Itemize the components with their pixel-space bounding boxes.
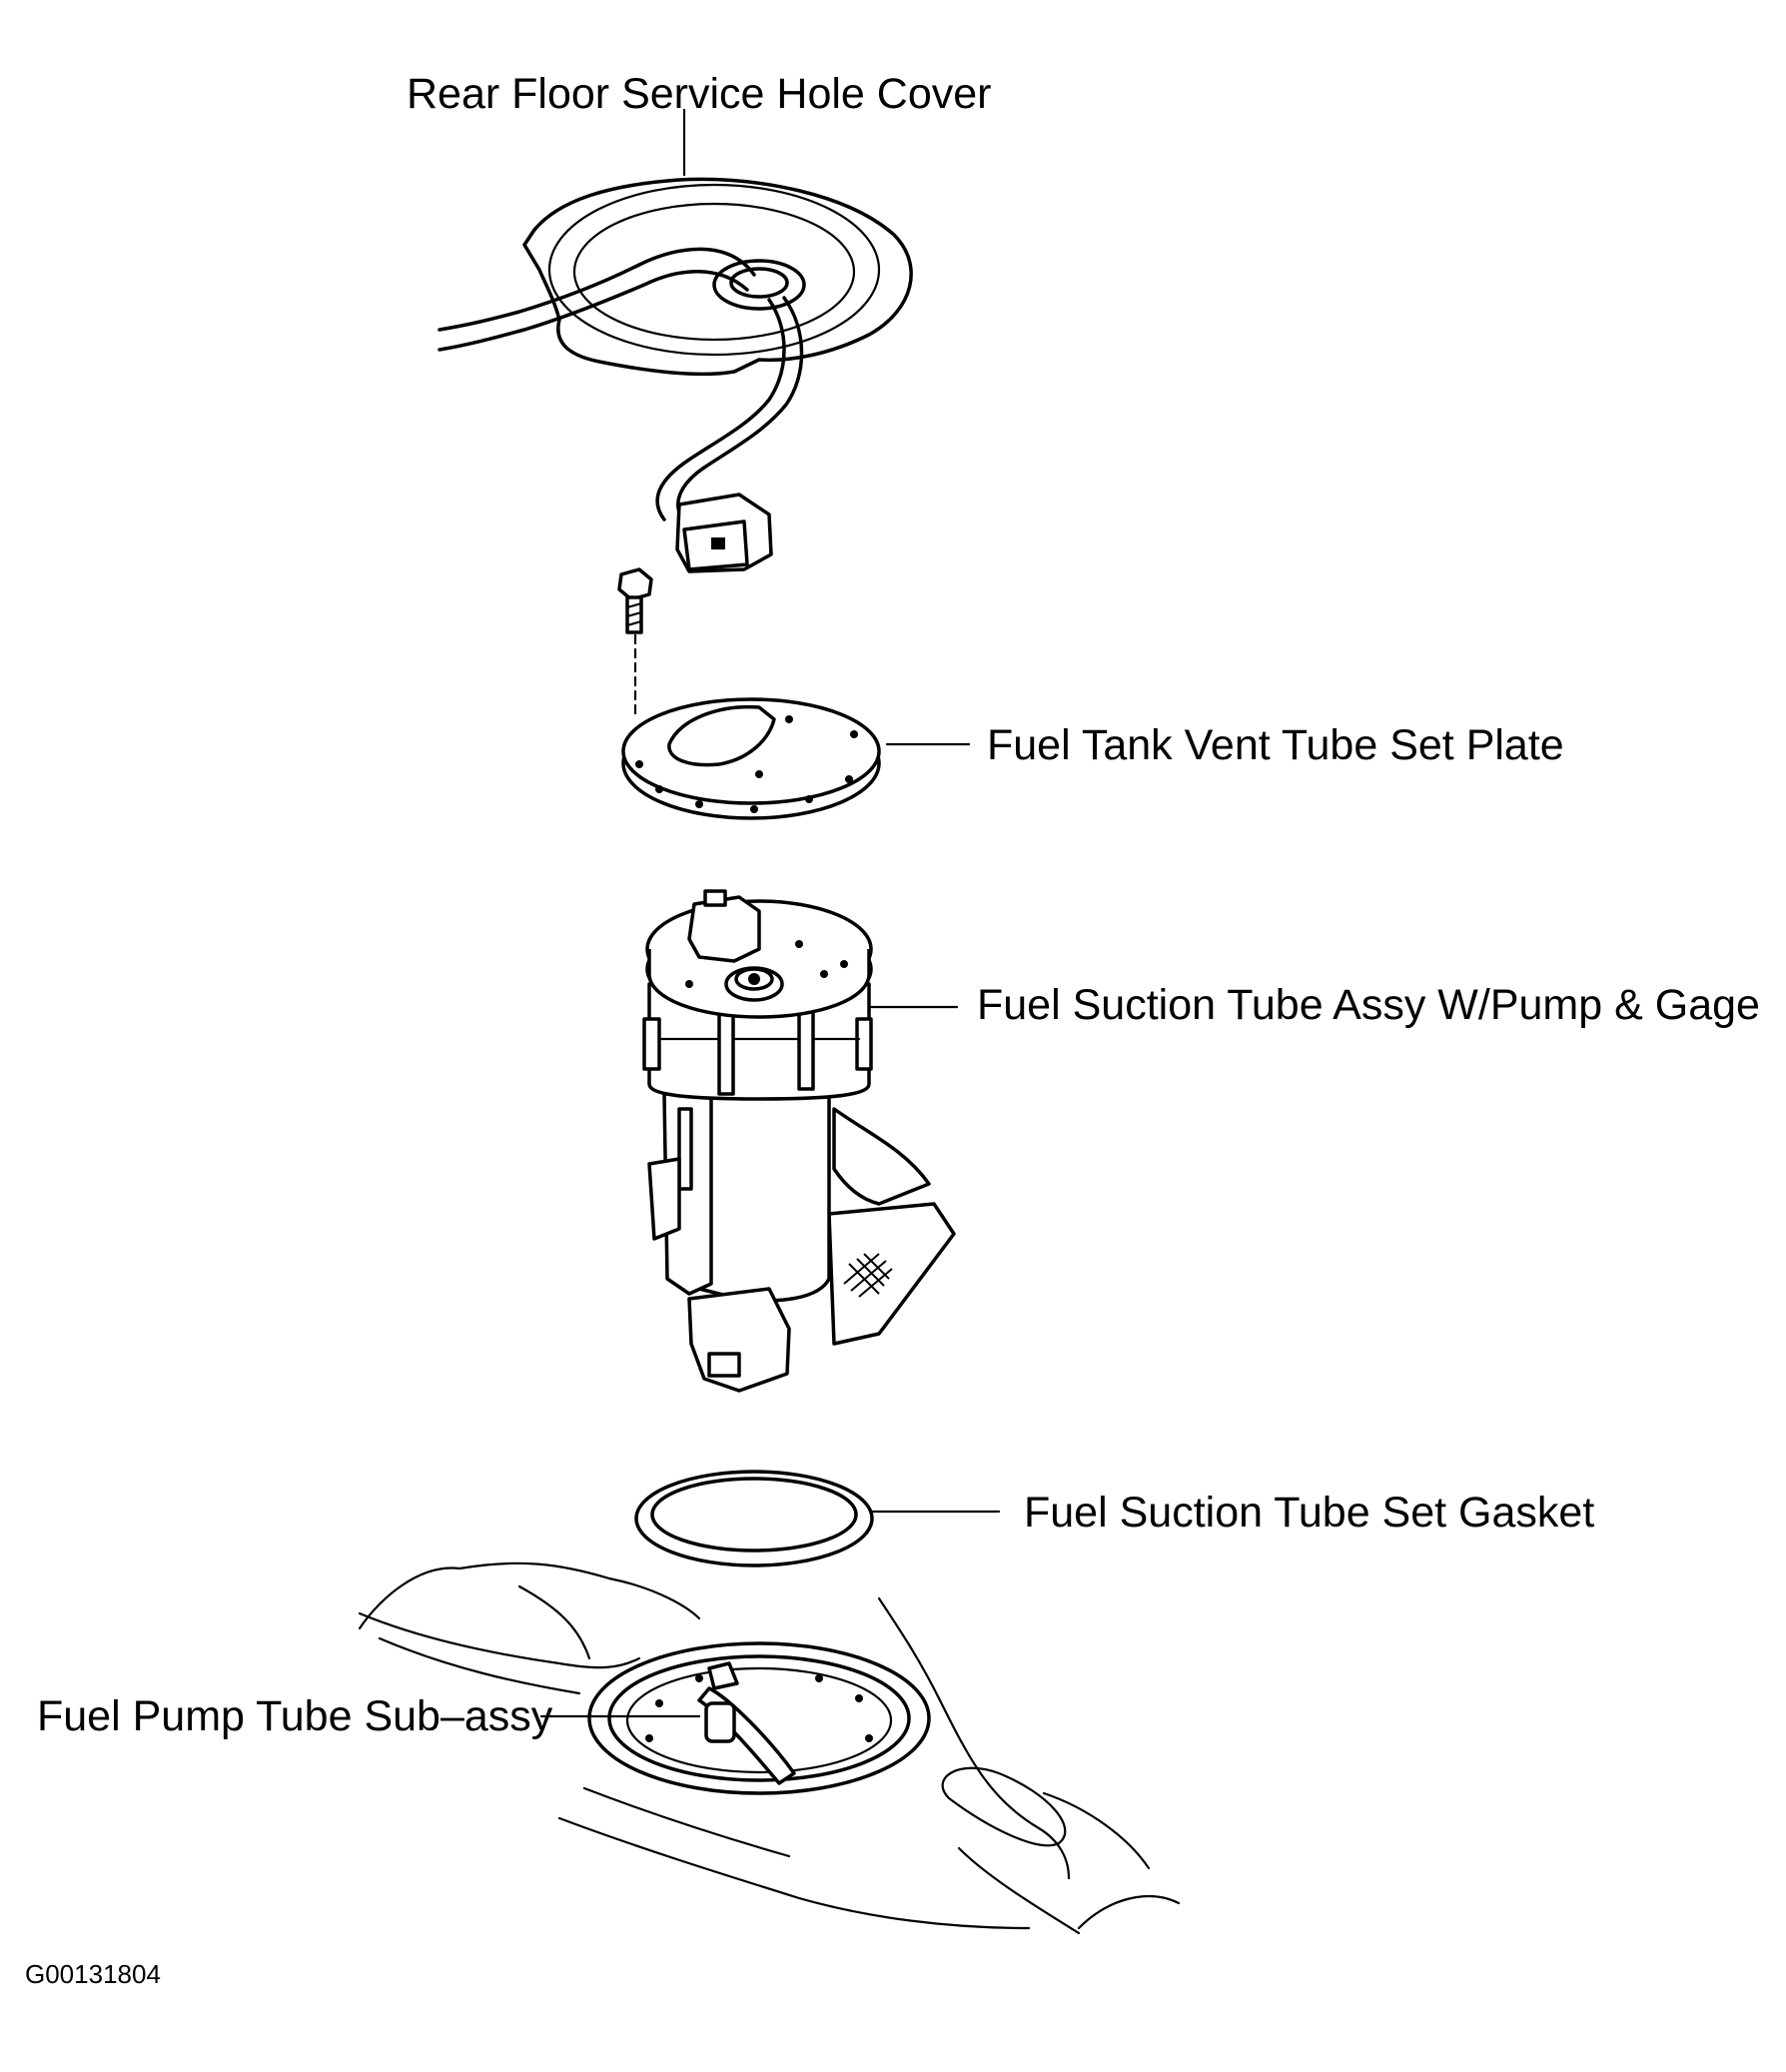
mounting-bolt — [617, 567, 653, 716]
label-fuel-pump-tube-sub-assy: Fuel Pump Tube Sub–assy — [37, 1692, 553, 1740]
label-rear-floor-service-hole-cover: Rear Floor Service Hole Cover — [407, 70, 991, 118]
fuel-tank — [358, 1561, 1181, 1935]
fuel-tank-vent-tube-set-plate — [621, 697, 881, 820]
label-fuel-tank-vent-tube-set-plate: Fuel Tank Vent Tube Set Plate — [987, 721, 1564, 769]
figure-code: G00131804 — [25, 1959, 161, 1989]
label-fuel-suction-tube-set-gasket: Fuel Suction Tube Set Gasket — [1024, 1489, 1594, 1537]
fuel-suction-tube-assy — [642, 889, 956, 1393]
harness-connector — [675, 493, 773, 573]
rear-floor-service-hole-cover — [438, 177, 913, 523]
fuel-suction-tube-set-gasket — [634, 1470, 874, 1567]
label-fuel-suction-tube-assy: Fuel Suction Tube Assy W/Pump & Gage — [977, 981, 1760, 1029]
